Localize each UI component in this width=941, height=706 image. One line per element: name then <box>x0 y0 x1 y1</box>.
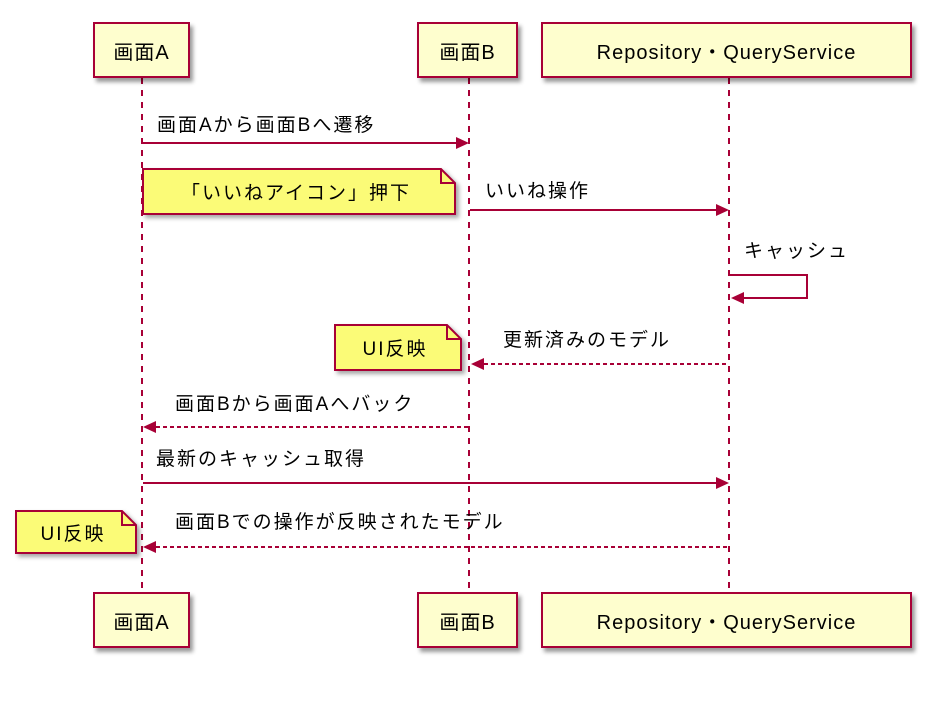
participant-label: Repository・QueryService <box>596 41 857 64</box>
self-message-side-line <box>806 274 808 299</box>
message-line-4 <box>156 426 469 428</box>
arrowhead-right-icon <box>716 477 729 489</box>
message-label-self: キャッシュ <box>744 241 850 262</box>
arrowhead-right-icon <box>716 204 729 216</box>
lifeline-repository <box>728 78 730 592</box>
arrowhead-left-icon <box>731 292 744 304</box>
message-label-2: いいね操作 <box>485 181 591 202</box>
participant-label: Repository・QueryService <box>596 611 857 634</box>
message-line-5 <box>143 482 716 484</box>
arrowhead-right-icon <box>456 137 469 149</box>
participant-label: 画面A <box>113 611 170 634</box>
message-label-4: 画面Bから画面Aへバック <box>175 394 415 415</box>
message-line-6 <box>156 546 729 548</box>
note-ui-update-screen-a: UI反映 <box>15 510 137 554</box>
self-message-top-line <box>730 274 808 276</box>
participant-bottom-screen-b: 画面B <box>417 592 518 648</box>
participant-top-screen-a: 画面A <box>93 22 190 78</box>
arrowhead-left-icon <box>471 358 484 370</box>
note-shape <box>334 324 462 371</box>
note-shape <box>15 510 137 554</box>
note-label: UI反映 <box>362 339 428 360</box>
note-like-icon-pressed: 「いいねアイコン」押下 <box>142 168 456 215</box>
message-label-6: 画面Bでの操作が反映されたモデル <box>175 512 505 533</box>
message-line-2 <box>470 209 716 211</box>
lifeline-screen-b <box>468 78 470 592</box>
self-message-bottom-line <box>744 297 808 299</box>
message-label-5: 最新のキャッシュ取得 <box>156 449 367 470</box>
note-label: 「いいねアイコン」押下 <box>180 183 412 204</box>
participant-label: 画面A <box>113 41 170 64</box>
note-shape <box>142 168 456 215</box>
message-label-1: 画面Aから画面Bへ遷移 <box>157 115 376 136</box>
participant-label: 画面B <box>439 611 496 634</box>
participant-bottom-screen-a: 画面A <box>93 592 190 648</box>
participant-top-screen-b: 画面B <box>417 22 518 78</box>
message-line-3 <box>484 363 729 365</box>
participant-bottom-repository: Repository・QueryService <box>541 592 912 648</box>
arrowhead-left-icon <box>143 421 156 433</box>
message-label-3: 更新済みのモデル <box>503 330 672 351</box>
participant-label: 画面B <box>439 41 496 64</box>
lifeline-screen-a <box>141 78 143 592</box>
note-label: UI反映 <box>40 523 106 545</box>
arrowhead-left-icon <box>143 541 156 553</box>
message-line-1 <box>143 142 456 144</box>
participant-top-repository: Repository・QueryService <box>541 22 912 78</box>
note-ui-update-screen-b: UI反映 <box>334 324 462 371</box>
